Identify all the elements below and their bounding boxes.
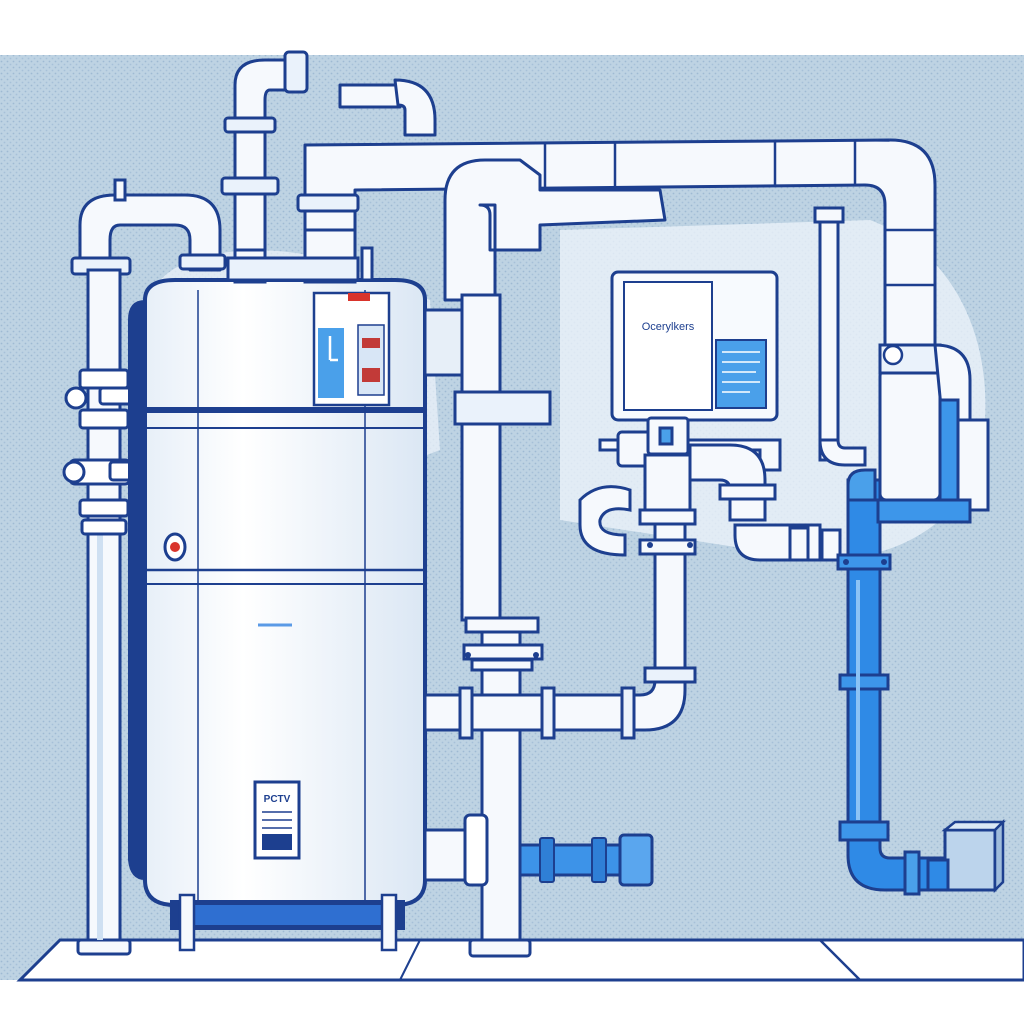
tank-leg-right (380, 893, 398, 952)
right-thin-pipe (813, 206, 867, 467)
tank-base-inner (195, 905, 385, 925)
pipe-joints-top (543, 140, 935, 287)
top-margin (0, 0, 1024, 55)
lower-blue-outlet (423, 813, 654, 887)
control-panel-title: Ocerylkers (642, 321, 695, 333)
floor-seam-1 (819, 939, 861, 981)
control-panel-info-block (715, 339, 767, 409)
control-panel: Ocerylkers (610, 270, 779, 422)
tank-gauge (163, 532, 187, 562)
water-heater-tank (128, 278, 427, 952)
left-valves (62, 368, 180, 536)
tank-shadow-edge (128, 300, 145, 880)
central-riser-pipe (423, 293, 552, 958)
top-pipe-network (78, 58, 937, 352)
pump-box (926, 818, 1007, 894)
tank-sticker (312, 291, 391, 407)
tank-top-fittings (113, 178, 374, 284)
floor-seam-2 (399, 939, 421, 981)
floor (16, 938, 1024, 982)
tank-leg-left (178, 893, 196, 952)
heater-label-plate: PCTV (253, 780, 301, 860)
blue-return-pipe (836, 398, 972, 896)
mixing-valve-assembly (578, 416, 842, 562)
heater-label-title: PCTV (264, 794, 291, 805)
pipe-bolts (465, 542, 887, 658)
